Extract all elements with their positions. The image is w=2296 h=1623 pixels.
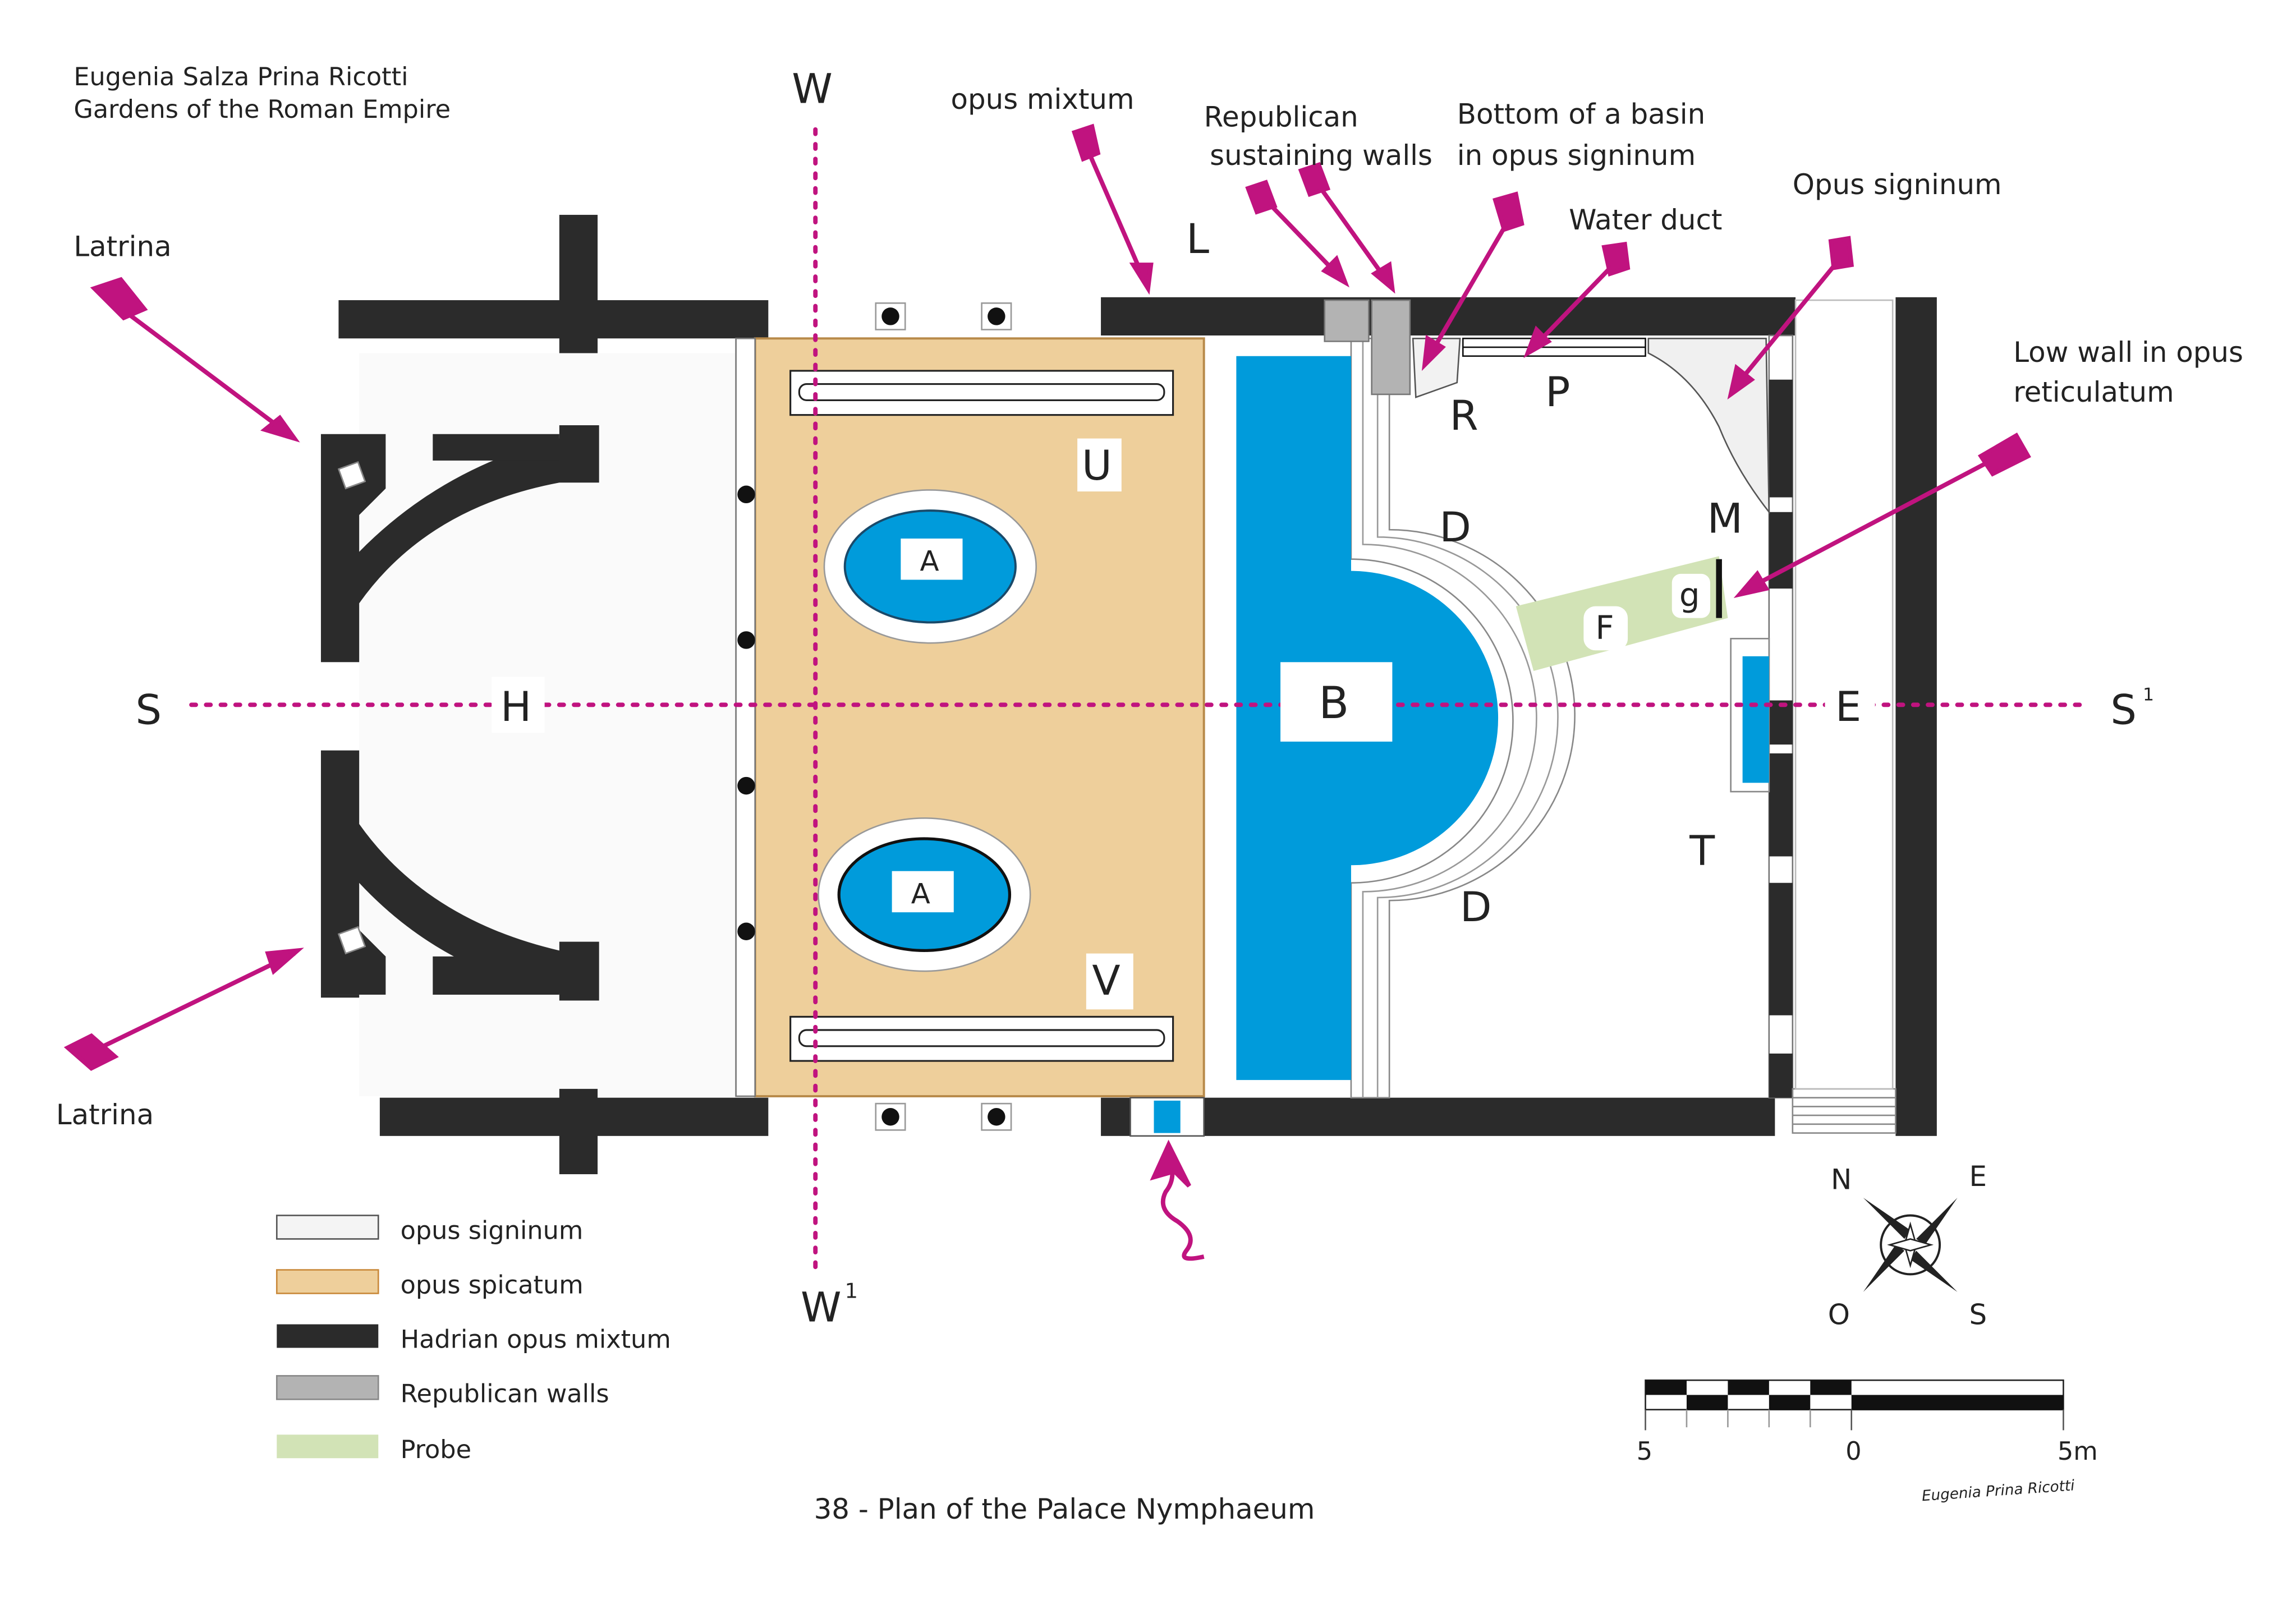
axis-w1-sup: 1 xyxy=(845,1279,858,1303)
column-strip xyxy=(735,337,756,1097)
letter-u: U xyxy=(1082,442,1112,490)
basin-a-top xyxy=(823,489,1037,644)
compass-n: N xyxy=(1831,1163,1852,1196)
channel-top xyxy=(789,370,1174,416)
credit-author: Eugenia Salza Prina Ricotti xyxy=(74,62,408,91)
label-republican-2: sustaining walls xyxy=(1210,139,1432,172)
letter-v: V xyxy=(1092,957,1120,1005)
scale-left: 5 xyxy=(1637,1437,1652,1466)
axis-lines xyxy=(189,127,2092,1280)
letter-f-bg xyxy=(1583,606,1628,651)
label-opus-signinum: Opus signinum xyxy=(1793,168,2002,201)
channel-bottom xyxy=(789,1015,1174,1062)
letter-e: E xyxy=(1835,683,1861,731)
legend-item-4: Probe xyxy=(401,1435,471,1464)
label-low-wall-2: reticulatum xyxy=(2013,376,2174,408)
axis-s: S xyxy=(135,686,162,734)
label-low-wall-1: Low wall in opus xyxy=(2013,336,2243,369)
latrine-seat-top xyxy=(337,461,366,490)
letter-a-bottom: A xyxy=(911,877,930,910)
water-duct xyxy=(1462,337,1646,357)
letter-p: P xyxy=(1545,369,1570,416)
latrine-seat-bottom xyxy=(337,926,366,955)
letter-g-bg xyxy=(1672,573,1710,618)
compass-o: O xyxy=(1828,1299,1850,1331)
drain-water xyxy=(1154,1100,1181,1133)
legend-item-2: Hadrian opus mixtum xyxy=(401,1325,671,1354)
scale-right: 5m xyxy=(2058,1437,2098,1466)
letter-l: L xyxy=(1186,215,1209,263)
compass-e: E xyxy=(1969,1160,1987,1193)
compass-s: S xyxy=(1969,1299,1987,1331)
east-wall-piers xyxy=(1768,334,1794,1098)
letter-b-bg xyxy=(1280,662,1393,742)
letter-a-top-bg xyxy=(901,538,963,580)
scale-mid: 0 xyxy=(1845,1437,1861,1466)
letter-e-bg xyxy=(1825,679,1875,733)
label-latrina-top: Latrina xyxy=(74,230,171,263)
arrow-icon xyxy=(63,123,2031,1261)
legend-item-0: opus signinum xyxy=(401,1216,584,1245)
column-bases-left xyxy=(737,485,755,940)
credit-book: Gardens of the Roman Empire xyxy=(74,95,451,124)
label-basin-1: Bottom of a basin xyxy=(1457,98,1705,130)
label-republican-1: Republican xyxy=(1204,101,1358,134)
letter-h-bg xyxy=(492,677,545,733)
column-bases-outer xyxy=(875,302,1012,1131)
letter-a-bottom-bg xyxy=(892,871,954,913)
letter-h: H xyxy=(500,683,531,731)
hadrian-walls-main xyxy=(1101,297,1937,1136)
republican-walls xyxy=(1324,299,1411,396)
legend-item-1: opus spicatum xyxy=(401,1270,584,1299)
compass-rose-icon xyxy=(1863,1197,1958,1292)
scale-bar xyxy=(1645,1379,2064,1431)
signature: Eugenia Prina Ricotti xyxy=(1921,1477,2075,1505)
letter-m: M xyxy=(1707,495,1743,542)
figure-caption: 38 - Plan of the Palace Nymphaeum xyxy=(814,1493,1315,1525)
letter-f: F xyxy=(1595,608,1614,646)
axis-w1: W xyxy=(801,1284,842,1331)
label-water-duct: Water duct xyxy=(1569,204,1722,236)
axis-s1-sup: 1 xyxy=(2143,684,2154,705)
letter-a-top: A xyxy=(920,545,939,578)
label-basin-2: in opus signinum xyxy=(1457,139,1696,172)
opus-spicatum-floor xyxy=(754,337,1205,1097)
legend-item-3: Republican walls xyxy=(401,1380,609,1409)
letter-r: R xyxy=(1450,392,1478,440)
label-latrina-bottom: Latrina xyxy=(56,1098,154,1131)
letter-g: g xyxy=(1679,576,1700,614)
axis-w: W xyxy=(792,66,833,113)
label-opus-mixtum: opus mixtum xyxy=(951,83,1135,116)
letter-t: T xyxy=(1689,827,1715,875)
letter-d-bottom: D xyxy=(1460,884,1492,931)
stairs xyxy=(1792,1088,1897,1134)
low-wall-g xyxy=(1716,559,1722,618)
letter-d-top: D xyxy=(1439,504,1471,551)
letter-u-bg xyxy=(1077,438,1122,492)
letter-v-bg xyxy=(1086,953,1133,1010)
axis-s1: S xyxy=(2110,686,2137,734)
basin-e-water xyxy=(1742,656,1769,783)
hadrian-walls-left xyxy=(320,214,769,1175)
letter-b: B xyxy=(1319,677,1349,729)
legend: opus signinum opus spicatum Hadrian opus… xyxy=(275,1215,671,1464)
